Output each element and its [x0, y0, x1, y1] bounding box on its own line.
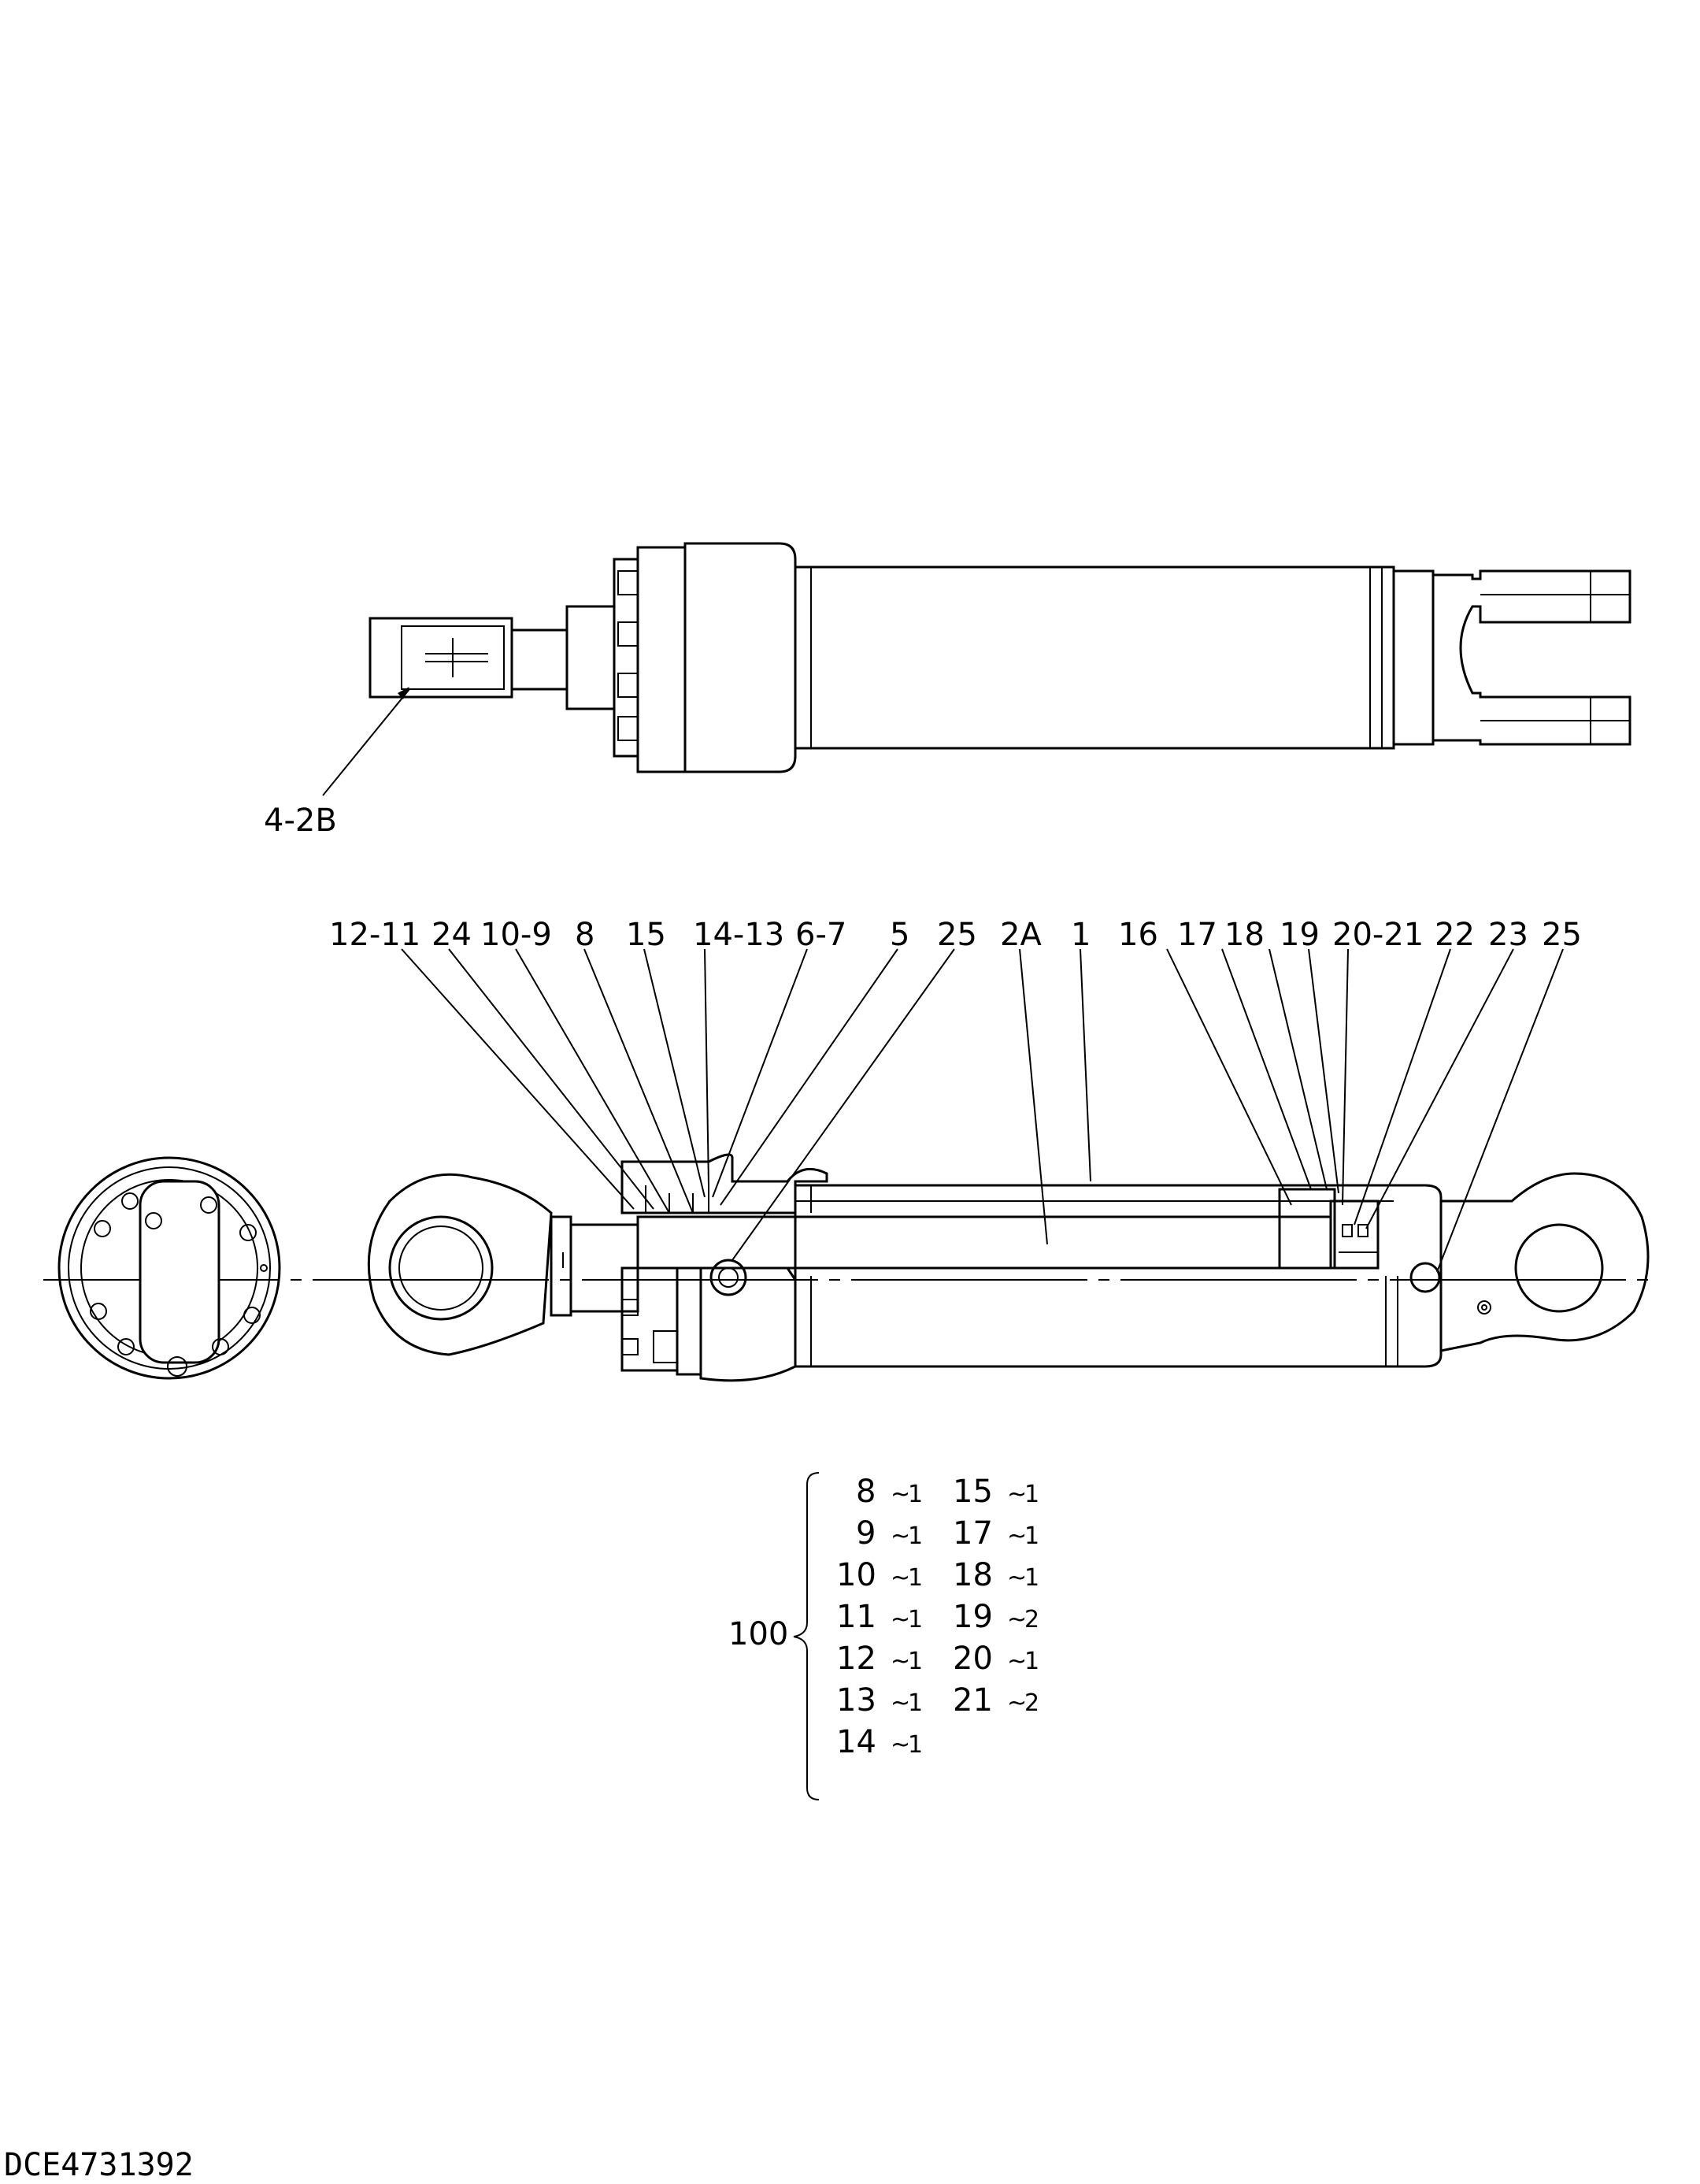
cylinder-tube — [794, 1184, 1443, 1368]
kit-sep: ~ — [1007, 1522, 1027, 1550]
kit-col1-row: 9 ~ 1 — [856, 1515, 923, 1552]
kit-part: 8 — [856, 1474, 876, 1510]
kit-sep: ~ — [891, 1564, 910, 1592]
top-view-cylinder — [369, 542, 1631, 773]
kit-qty: 1 — [908, 1564, 923, 1592]
kit-part: 17 — [953, 1515, 993, 1552]
callout-24: 24 — [431, 917, 472, 953]
kit-qty: 1 — [908, 1522, 923, 1550]
callout-4-2b: 4-2B — [264, 803, 337, 839]
kit-brace — [793, 1472, 820, 1800]
top-tube — [794, 565, 1395, 750]
kit-col2-row: 20 ~ 1 — [953, 1641, 1039, 1677]
kit-col1-row: 12 ~ 1 — [836, 1641, 923, 1677]
kit-qty: 1 — [908, 1648, 923, 1675]
kit-part: 19 — [953, 1599, 993, 1635]
kit-sep: ~ — [891, 1648, 910, 1675]
callout-20-21: 20-21 — [1332, 917, 1424, 953]
kit-qty: 2 — [1024, 1689, 1039, 1717]
kit-qty: 1 — [1024, 1481, 1039, 1508]
kit-table: 100 8 ~ 1 9 ~ 1 10 ~ 1 11 ~ 1 12 ~ 1 1 — [728, 1472, 1039, 1800]
kit-col2-row: 18 ~ 1 — [953, 1557, 1039, 1593]
callout-19: 19 — [1280, 917, 1320, 953]
kit-sep: ~ — [1007, 1481, 1027, 1508]
kit-sep: ~ — [891, 1731, 910, 1759]
kit-col1-row: 8 ~ 1 — [856, 1474, 923, 1510]
callout-8: 8 — [575, 917, 594, 953]
callout-12-11: 12-11 — [329, 917, 420, 953]
kit-sep: ~ — [1007, 1564, 1027, 1592]
kit-col2-row: 19 ~ 2 — [953, 1599, 1039, 1635]
callout-16: 16 — [1118, 917, 1158, 953]
kit-col2-row: 17 ~ 1 — [953, 1515, 1039, 1552]
drawing-code: DCE4731392 — [4, 2147, 194, 2183]
kit-qty: 1 — [1024, 1564, 1039, 1592]
cylinder-head — [620, 1153, 828, 1382]
kit-part: 9 — [856, 1515, 876, 1552]
kit-qty: 2 — [1024, 1606, 1039, 1633]
kit-part: 21 — [953, 1682, 993, 1719]
kit-qty: 1 — [1024, 1522, 1039, 1550]
callout-2a: 2A — [1000, 917, 1042, 953]
callout-14-13: 14-13 — [693, 917, 784, 953]
piston-rod — [636, 1215, 1332, 1270]
kit-part: 20 — [953, 1641, 993, 1677]
callout-10-9: 10-9 — [480, 917, 552, 953]
kit-sep: ~ — [891, 1689, 910, 1717]
kit-sep: ~ — [1007, 1689, 1027, 1717]
bottom-eye — [1409, 1172, 1650, 1352]
callout-18: 18 — [1224, 917, 1265, 953]
callout-6-7: 6-7 — [795, 917, 846, 953]
leader-lines — [401, 948, 1564, 1273]
kit-number: 100 — [728, 1616, 788, 1652]
kit-col2-row: 15 ~ 1 — [953, 1474, 1039, 1510]
callout-22: 22 — [1435, 917, 1475, 953]
kit-part: 11 — [836, 1599, 876, 1635]
callout-25-right: 25 — [1542, 917, 1582, 953]
kit-sep: ~ — [891, 1606, 910, 1633]
kit-part: 18 — [953, 1557, 993, 1593]
kit-sep: ~ — [891, 1522, 910, 1550]
kit-sep: ~ — [1007, 1606, 1027, 1633]
kit-qty: 1 — [1024, 1648, 1039, 1675]
callout-15: 15 — [626, 917, 666, 953]
callout-25-left: 25 — [937, 917, 977, 953]
kit-qty: 1 — [908, 1606, 923, 1633]
kit-col1-row: 14 ~ 1 — [836, 1724, 923, 1760]
callout-17: 17 — [1177, 917, 1217, 953]
kit-part: 15 — [953, 1474, 993, 1510]
top-rod-end — [369, 617, 513, 699]
rod-eye — [367, 1173, 639, 1356]
kit-col1-row: 11 ~ 1 — [836, 1599, 923, 1635]
kit-col1-row: 13 ~ 1 — [836, 1682, 923, 1719]
kit-part: 13 — [836, 1682, 876, 1719]
kit-part: 10 — [836, 1557, 876, 1593]
kit-part: 12 — [836, 1641, 876, 1677]
kit-col1-row: 10 ~ 1 — [836, 1557, 923, 1593]
kit-sep: ~ — [891, 1481, 910, 1508]
kit-part: 14 — [836, 1724, 876, 1760]
kit-qty: 1 — [908, 1731, 923, 1759]
callout-1: 1 — [1071, 917, 1091, 953]
kit-qty: 1 — [908, 1481, 923, 1508]
kit-qty: 1 — [908, 1689, 923, 1717]
kit-col2-row: 21 ~ 2 — [953, 1682, 1039, 1719]
callout-5: 5 — [890, 917, 909, 953]
end-view — [57, 1156, 281, 1380]
callout-23: 23 — [1488, 917, 1528, 953]
kit-sep: ~ — [1007, 1648, 1027, 1675]
